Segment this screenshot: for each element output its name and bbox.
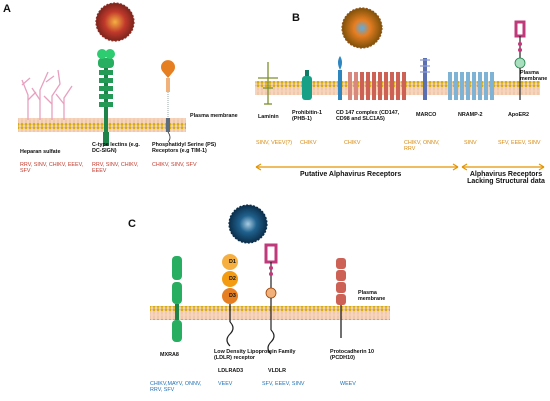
marco-icon [420,58,430,100]
virus-list-cd147: CHIKV [344,140,361,146]
panel-letter-c: C [128,218,136,230]
plasma-membrane-label-b: Plasma membrane [520,70,548,83]
receptor-label-heparan: Heparan sulfate [20,149,61,155]
receptor-label-vldlr: VLDLR [268,368,286,374]
virus-list-laminin: SINV, VEEV(?) [256,140,293,146]
mxra8-icon [172,256,182,342]
virus-list-prohibitin: CHIKV [300,140,317,146]
virus-list-mxra8: CHIKV,MAYV, ONNV, RRV, SFV [150,381,202,394]
membrane-a [18,118,186,132]
virus-list-ps: CHIKV, SINV, SFV [152,162,197,168]
cd147-complex-icon [338,56,406,100]
apoer2-icon [514,20,526,100]
receptor-label-c-type-lectins: C-type lectins (e.g. DC-SIGN) [92,142,140,155]
panel-b [255,7,545,171]
receptor-label-laminin: Laminin [258,114,279,120]
virus-particle-c [228,204,268,244]
c-type-lectin-icon [97,49,115,146]
domain-label-d3: D3 [229,293,236,299]
virus-particle-a [95,2,135,42]
receptor-label-apoer2: ApoER2 [508,112,529,118]
virus-list-apoer2: SFV, EEEV, SINV [498,140,541,146]
vldlr-icon [264,243,278,355]
receptor-label-prohibitin: Prohibitin-1 (PHB-1) [292,110,322,123]
laminin-icon [258,62,278,105]
panel-letter-a: A [3,3,11,15]
panel-c [150,204,390,355]
virus-list-marco: CHIKV, ONNV, RRV [404,140,440,153]
panel-a [18,2,186,146]
pcdh10-icon [336,258,346,338]
domain-label-d2: D2 [229,276,236,282]
receptor-label-marco: MARCO [416,112,437,118]
ldlr-family-label: Low Density Lipoprotein Family (LDLR) re… [214,349,296,362]
heparan-sulfate-icon [21,69,73,120]
ps-receptor-icon [160,60,175,143]
plasma-membrane-label-c: Plasma membrane [358,290,386,303]
plasma-membrane-label-a: Plasma membrane [190,113,238,119]
virus-list-pcdh10: WEEV [340,381,356,387]
domain-label-d1: D1 [229,259,236,265]
group-label-putative: Putative Alphavirus Receptors [300,171,402,178]
receptor-label-ldlrad3: LDLRAD3 [218,368,244,374]
virus-list-heparan: RRV, SINV, CHIKV, EEEV, SFV [20,162,84,175]
group-arrow-right [461,163,545,171]
membrane-c [150,306,390,320]
prohibitin-icon [302,70,312,100]
virus-list-c-type-lectins: RRV, SINV, CHIKV, EEEV [92,162,139,175]
receptor-label-ps: Phosphatidyl Serine (PS) Receptors (e.g … [152,142,217,155]
receptor-label-cd147: CD 147 complex (CD147, CD98 and SLC1A5) [336,110,400,123]
receptor-label-nramp-2: NRAMP-2 [458,112,483,118]
virus-list-ldlrad3: VEEV [218,381,233,387]
receptor-label-mxra8: MXRA8 [160,352,179,358]
nramp-2-icon [448,72,494,100]
group-label-lacking-structure: Alphavirus Receptors Lacking Structural … [467,171,545,185]
virus-particle-b [341,7,383,49]
ldlrad3-icon [222,254,238,347]
virus-list-nramp-2: SINV [464,140,477,146]
panel-letter-b: B [292,12,300,24]
group-arrow-left [255,163,459,171]
virus-list-vldlr: SFV, EEEV, SINV [262,381,305,387]
receptor-label-pcdh10: Protocadherin 10 (PCDH10) [330,349,375,362]
